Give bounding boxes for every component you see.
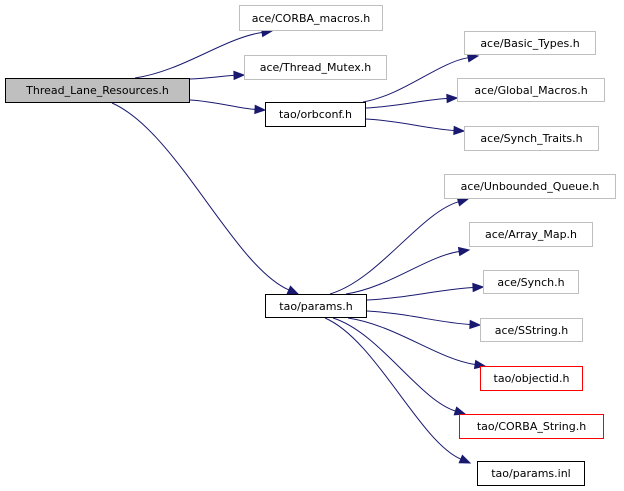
edge-root-to-params [111,102,290,291]
node-thread-lane-resources[interactable]: Thread_Lane_Resources.h [5,78,190,103]
node-params[interactable]: tao/params.h [265,294,367,318]
arrowhead-icon [458,454,472,464]
node-array-map[interactable]: ace/Array_Map.h [469,222,593,247]
edge-params-to-unbounded_queue [329,201,459,295]
edge-orbconf-to-synch_traits [365,118,455,131]
node-synch-traits[interactable]: ace/Synch_Traits.h [464,126,599,151]
edge-params-to-sstring [366,310,471,325]
arrowhead-icon [453,125,466,136]
edge-root-to-orbconf [189,99,256,110]
edge-params-to-params_inl [324,317,462,460]
node-objectid[interactable]: tao/objectid.h [480,366,583,391]
arrowhead-icon [456,197,470,207]
arrowhead-icon [286,285,300,295]
node-thread-mutex[interactable]: ace/Thread_Mutex.h [244,55,387,80]
node-orbconf[interactable]: tao/orbconf.h [265,102,366,127]
edge-params-to-synch [366,286,474,301]
node-corba-macros[interactable]: ace/CORBA_macros.h [239,5,383,31]
node-basic-types[interactable]: ace/Basic_Types.h [464,31,596,55]
arrowhead-icon [472,282,485,293]
edge-params-to-objectid [347,317,476,366]
node-sstring[interactable]: ace/SString.h [480,318,583,342]
edge-orbconf-to-basic_types [362,57,469,103]
edge-root-to-thread_mutex [189,74,235,80]
node-unbounded-queue[interactable]: ace/Unbounded_Queue.h [444,174,616,199]
node-params-inl[interactable]: tao/params.inl [477,461,585,486]
edge-root-to-corba_macros [134,31,263,79]
arrowhead-icon [254,104,267,115]
arrowhead-icon [457,246,471,257]
arrowhead-icon [233,70,246,81]
node-global-macros[interactable]: ace/Global_Macros.h [457,78,605,102]
edge-params-to-corba_string [332,317,456,412]
arrowhead-icon [446,93,459,104]
arrowhead-icon [469,319,482,330]
edge-orbconf-to-global_macros [365,97,448,109]
node-synch[interactable]: ace/Synch.h [483,270,579,294]
edge-params-to-array_map [345,251,460,295]
node-corba-string[interactable]: tao/CORBA_String.h [459,414,604,439]
